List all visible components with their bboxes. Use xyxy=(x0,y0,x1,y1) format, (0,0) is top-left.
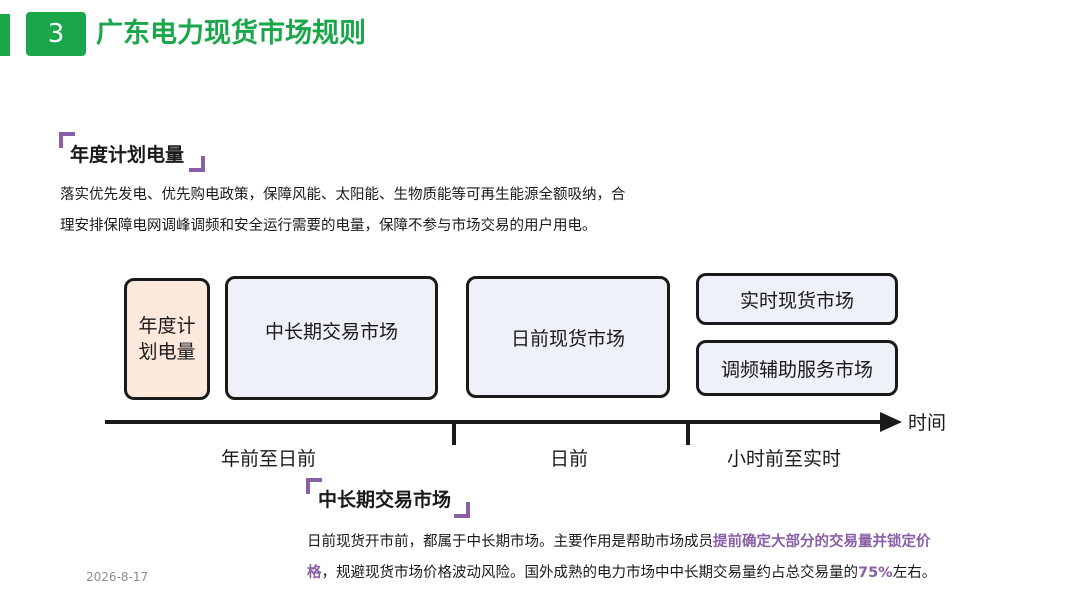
section-heading-mid-long-term: 中长期交易市场 xyxy=(318,489,452,511)
mid-long-term-text-1: 日前现货开市前，都属于中长期市场。主要作用是帮助市场成员 xyxy=(307,534,713,550)
heading-bracket-top-left xyxy=(59,132,75,148)
box-ancillary-service-market: 调频辅助服务市场 xyxy=(696,340,898,396)
box-annual-plan-line-2: 划电量 xyxy=(138,341,196,363)
section-number: 3 xyxy=(47,19,65,49)
box-mid-long-term-market: 中长期交易市场 xyxy=(225,276,438,400)
box-annual-plan-line-1: 年度计 xyxy=(138,315,196,337)
box-day-ahead-label: 日前现货市场 xyxy=(510,327,625,350)
period-label-day-ahead: 日前 xyxy=(550,448,589,470)
annual-plan-line-1: 落实优先发电、优先购电政策，保障风能、太阳能、生物质能等可再生能源全额吸纳，合 xyxy=(60,187,626,203)
heading-bracket-bottom-right xyxy=(189,156,205,172)
mid-long-term-highlight-1: 提前确定大部分的交易量并锁定价 xyxy=(713,534,931,550)
mid-long-term-line-2: 格，规避现货市场价格波动风险。国外成熟的电力市场中中长期交易量约占总交易量的75… xyxy=(307,558,1007,589)
mid-long-term-highlight-2: 格 xyxy=(307,565,322,581)
period-label-hour-to-realtime: 小时前至实时 xyxy=(727,448,842,470)
header-accent-bar xyxy=(0,14,10,56)
mid-long-term-text-3: 左右。 xyxy=(892,565,937,581)
box-mid-long-term-label: 中长期交易市场 xyxy=(264,320,398,343)
box-ancillary-label: 调频辅助服务市场 xyxy=(720,358,873,381)
timeline-axis xyxy=(105,412,902,445)
mid-long-term-text-2: ，规避现货市场价格波动风险。国外成熟的电力市场中中长期交易量约占总交易量的 xyxy=(321,565,859,581)
page-title: 广东电力现货市场规则 xyxy=(96,18,366,49)
heading-bracket-bottom-right-2 xyxy=(454,502,470,518)
annual-plan-description: 落实优先发电、优先购电政策，保障风能、太阳能、生物质能等可再生能源全额吸纳，合 … xyxy=(60,180,700,242)
box-realtime-market: 实时现货市场 xyxy=(696,273,898,325)
annual-plan-line-2: 理安排保障电网调峰调频和安全运行需要的电量，保障不参与市场交易的用户用电。 xyxy=(60,218,597,234)
section-number-badge: 3 xyxy=(26,12,86,56)
timeline-axis-label: 时间 xyxy=(908,412,947,434)
mid-long-term-description: 日前现货开市前，都属于中长期市场。主要作用是帮助市场成员提前确定大部分的交易量并… xyxy=(307,527,1007,589)
mid-long-term-line-1: 日前现货开市前，都属于中长期市场。主要作用是帮助市场成员提前确定大部分的交易量并… xyxy=(307,527,1007,558)
box-annual-plan: 年度计 划电量 xyxy=(124,278,210,400)
section-heading-annual-plan: 年度计划电量 xyxy=(70,144,185,166)
mid-long-term-percentage: 75% xyxy=(858,565,893,581)
box-realtime-label: 实时现货市场 xyxy=(739,289,854,312)
box-day-ahead-market: 日前现货市场 xyxy=(466,276,670,398)
footer-date: 2026-8-17 xyxy=(86,570,149,584)
heading-bracket-top-left-2 xyxy=(306,478,322,494)
timeline-arrow-head xyxy=(880,412,902,432)
period-label-year-to-day: 年前至日前 xyxy=(221,448,317,470)
